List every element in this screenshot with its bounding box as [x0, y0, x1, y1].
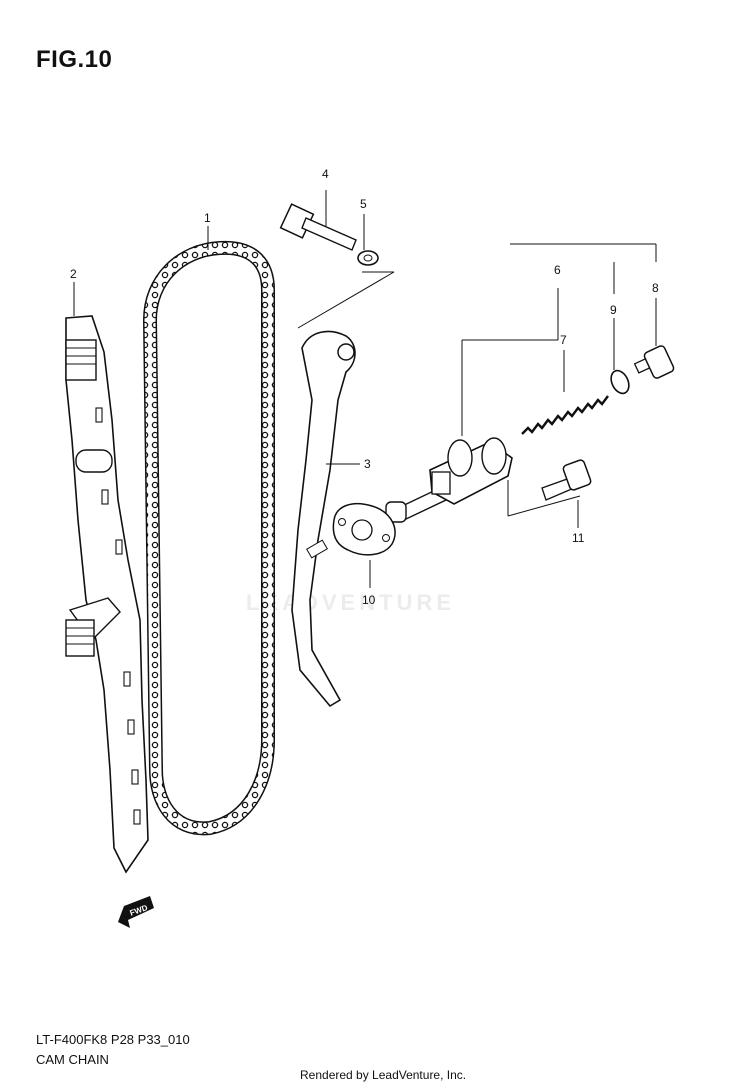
- callout-5: 5: [360, 197, 367, 211]
- tensioner-adjuster-part: [385, 437, 513, 523]
- callout-8: 8: [652, 281, 659, 295]
- leader-lines: [73, 190, 657, 588]
- cam-chain-part: [142, 240, 275, 836]
- chain-guide-part: [65, 315, 149, 874]
- tensioner-arm-part: [291, 330, 356, 708]
- callout-1: 1: [204, 211, 211, 225]
- gasket-part: [332, 502, 396, 556]
- callout-4: 4: [322, 167, 329, 181]
- bolt-part: [279, 203, 357, 251]
- watermark: LEADVENTURE: [246, 590, 456, 615]
- forward-arrow-icon: FWD: [118, 896, 154, 928]
- callout-9: 9: [610, 303, 617, 317]
- o-ring-part: [610, 369, 630, 395]
- spring-part: [521, 395, 609, 435]
- callout-6: 6: [554, 263, 561, 277]
- cap-bolt-part: [633, 345, 675, 379]
- callout-2: 2: [70, 267, 77, 281]
- callout-7: 7: [560, 333, 567, 347]
- callout-3: 3: [364, 457, 371, 471]
- rendered-by-credit: Rendered by LeadVenture, Inc.: [300, 1068, 467, 1082]
- model-code: LT-F400FK8 P28 P33_010: [36, 1032, 190, 1047]
- diagram-name: CAM CHAIN: [36, 1052, 109, 1067]
- figure-title: FIG.10: [36, 46, 113, 73]
- bolt-11-part: [541, 459, 592, 501]
- callout-11: 11: [572, 531, 585, 545]
- callout-10: 10: [362, 593, 376, 607]
